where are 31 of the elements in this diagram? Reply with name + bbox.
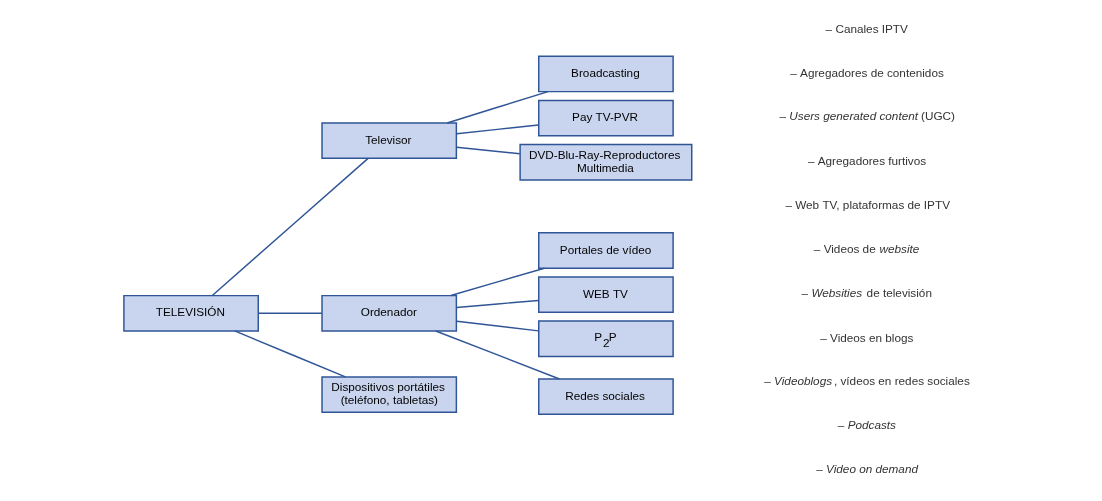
connector xyxy=(455,320,539,332)
connector xyxy=(211,157,369,297)
node-box: Redes sociales xyxy=(537,378,674,415)
connector xyxy=(434,330,560,380)
node-box: Portales de vídeo xyxy=(537,232,674,269)
label: – Agregadores de contenidos xyxy=(789,66,944,80)
connector xyxy=(233,330,346,378)
label: – Websities de televisión xyxy=(801,285,932,299)
node-box: DVD-Blu-Ray-Reproductores Multimedia xyxy=(518,143,692,181)
connector xyxy=(455,146,520,155)
node-box: Pay TV-PVR xyxy=(537,99,674,137)
connector xyxy=(455,299,539,309)
label: – Video on demand xyxy=(815,462,918,476)
connector xyxy=(449,267,545,297)
label: – Agregadores furtivos xyxy=(807,154,926,168)
node-box: Ordenador xyxy=(320,294,457,332)
label: – Web TV, plataformas de IPTV xyxy=(784,198,950,212)
node-box: WEB TV xyxy=(537,276,674,313)
label: – Videos en blogs xyxy=(819,330,913,344)
label: – Videos de website xyxy=(813,241,919,255)
connector xyxy=(257,312,323,314)
label: – Videoblogs, vídeos en redes sociales xyxy=(763,373,970,387)
connector xyxy=(455,124,539,135)
label: – Canales IPTV xyxy=(825,21,908,35)
label: – Podcasts xyxy=(837,418,896,432)
label: – Users generated content (UGC) xyxy=(779,109,955,123)
node-box: Televisor xyxy=(320,122,457,160)
node-box: Broadcasting xyxy=(537,55,674,93)
connector xyxy=(445,90,549,124)
node-box: TELEVISIÓN xyxy=(122,294,259,332)
node-box: Dispositivos portátiles (teléfono, tabletas) xyxy=(320,376,457,414)
